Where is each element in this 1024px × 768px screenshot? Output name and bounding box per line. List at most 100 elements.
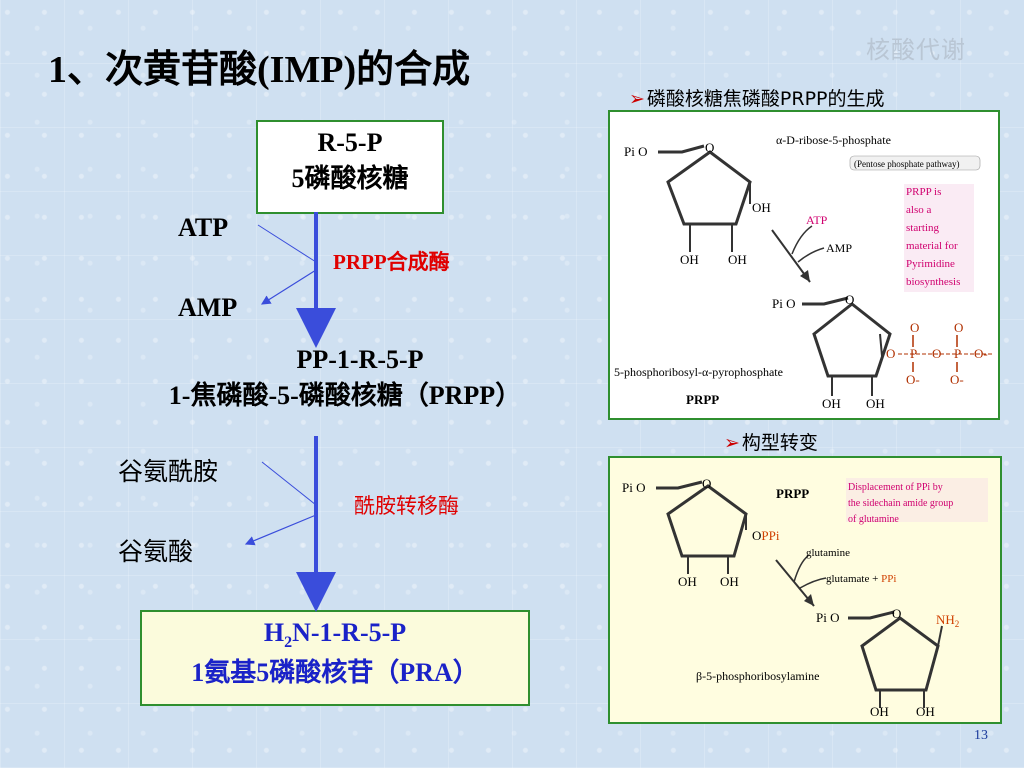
ribose-ring-1 [658, 144, 705, 154]
prpp-note-line: Pyrimidine [906, 258, 955, 270]
ribose-ring-1-body [666, 150, 752, 226]
oppi-oxygen: O [752, 528, 761, 543]
oppi-label: OPPi [752, 528, 780, 543]
pentose-pathway-note: (Pentose phosphate pathway) [854, 159, 959, 169]
amino-sub: 2 [955, 619, 960, 629]
glutamine-tag: glutamine [806, 547, 850, 559]
glutamine-curve [793, 555, 809, 583]
pi-label: Pi O [772, 296, 795, 311]
ribose-ring-3 [656, 480, 703, 490]
ring-oxygen: O [892, 606, 901, 621]
oh-label: OH [752, 200, 771, 215]
glutamate-text: glutamate + [826, 573, 881, 585]
oh-label: OH [680, 252, 699, 267]
ring-oxygen: O [845, 292, 854, 307]
pathway-arrows [244, 212, 336, 612]
amp-out-arrow [260, 269, 317, 305]
arrow-marker-icon: ➢ [724, 432, 740, 454]
pra-formula-sub: 2 [284, 634, 293, 652]
pra-formula: H2N-1-R-5-P [142, 618, 528, 652]
oh-label: OH [822, 396, 841, 411]
panel-top-heading-text: 磷酸核糖焦磷酸PRPP的生成 [646, 88, 885, 110]
oh-label: OH [866, 396, 885, 411]
prpp-tag: PRPP [686, 392, 719, 407]
pi-label: Pi O [624, 144, 647, 159]
pra-chemical-name: β-5-phosphoribosylamine [696, 669, 819, 683]
panel-top-heading: ➢磷酸核糖焦磷酸PRPP的生成 [629, 84, 885, 111]
page-number: 13 [974, 728, 988, 743]
glu-out-arrow [244, 514, 317, 546]
r5p-line2: 5磷酸核糖 [291, 164, 409, 193]
prpp-product: PP-1-R-5-P 1-焦磷酸-5-磷酸核糖（PRPP） [120, 345, 600, 412]
atp-curve [791, 225, 813, 255]
prpp-name: 1-焦磷酸-5-磷酸核糖（PRPP） [168, 381, 522, 410]
bridge-oxygen: O [932, 346, 941, 361]
terminal-oxygen: O- [950, 372, 964, 387]
displacement-note-line: the sidechain amide group [848, 498, 953, 509]
reaction-arrowhead-2 [804, 594, 814, 606]
amino-nh: NH [936, 612, 955, 627]
prpp-note-line: biosynthesis [906, 276, 960, 288]
alpha-ribose-name: α-D-ribose-5-phosphate [776, 133, 891, 147]
displacement-note-line: of glutamine [848, 514, 899, 525]
panel-bottom-heading: ➢构型转变 [724, 428, 818, 455]
atp-in-line [257, 224, 317, 263]
pi-label: Pi O [816, 610, 839, 625]
oh-label: OH [678, 574, 697, 589]
ring-oxygen: O [702, 476, 711, 491]
phosphorus-label: P [910, 346, 917, 361]
amp-tag: AMP [826, 241, 852, 255]
terminal-oxygen: O- [974, 346, 988, 361]
double-bond-oxygen: O [954, 320, 963, 335]
configuration-panel: Pi O O OPPi OH OH PRPP Displacement of P… [608, 456, 1002, 724]
prpp-formation-diagram: Pi O O OH OH OH α-D-ribose-5-phosphate (… [614, 133, 992, 411]
prpp-formula: PP-1-R-5-P [296, 345, 424, 374]
atp-tag: ATP [806, 213, 828, 227]
oppi-ppi: PPi [761, 528, 779, 543]
r5p-line1: R-5-P [317, 128, 383, 157]
oh-label: OH [728, 252, 747, 267]
amino-group: NH2 [936, 612, 959, 629]
amp-curve [797, 247, 825, 263]
nh2-bond [937, 625, 943, 647]
prpp-formation-panel: Pi O O OH OH OH α-D-ribose-5-phosphate (… [608, 110, 1000, 420]
configuration-diagram: Pi O O OPPi OH OH PRPP Displacement of P… [622, 476, 988, 719]
ribose-ring-3-body [666, 484, 748, 558]
reaction-arrowhead-1 [800, 270, 810, 282]
pra-name: 1氨基5磷酸核苷（PRA） [191, 658, 479, 688]
pra-formula-rest: N-1-R-5-P [292, 618, 407, 647]
oh-label: OH [916, 704, 935, 719]
corner-label: 核酸代谢 [866, 36, 966, 64]
oh-label: OH [720, 574, 739, 589]
pra-box: H2N-1-R-5-P 1氨基5磷酸核苷（PRA） [140, 610, 530, 706]
ribose-ring-4-body [860, 616, 940, 692]
pi-label: Pi O [622, 480, 645, 495]
prpp-note-line: material for [906, 240, 958, 252]
terminal-oxygen: O- [906, 372, 920, 387]
ribose-ring-2-body [812, 302, 892, 378]
glycosidic-bond [879, 333, 883, 357]
pra-formula-h: H [263, 618, 285, 647]
ppi-text: PPi [881, 573, 896, 585]
prpp-chemical-name: 5-phosphoribosyl-α-pyrophosphate [614, 365, 783, 379]
panel-bottom-heading-text: 构型转变 [741, 432, 818, 454]
prpp-tag: PRPP [776, 486, 809, 501]
phosphorus-label: P [954, 346, 961, 361]
glutamate-curve [799, 577, 827, 589]
glutamine-label: 谷氨酰胺 [118, 457, 219, 486]
prpp-note-line: also a [906, 204, 931, 216]
prpp-note-line: starting [906, 222, 939, 234]
glutamate-tag: glutamate + PPi [826, 573, 896, 585]
link-oxygen: O [886, 346, 895, 361]
displacement-note-line: Displacement of PPi by [848, 482, 943, 493]
ribose-ring-2 [802, 296, 849, 306]
prpp-synthetase-label: PRPP合成酶 [333, 250, 450, 274]
prpp-note-line: PRPP is [906, 186, 941, 198]
r5p-box: R-5-P 5磷酸核糖 [256, 120, 444, 214]
ribose-ring-4 [848, 610, 895, 620]
atp-label: ATP [178, 213, 229, 242]
amidotransferase-label: 酰胺转移酶 [354, 494, 459, 518]
slide-title: 1、次黄苷酸(IMP)的合成 [48, 49, 471, 91]
oh-label: OH [870, 704, 889, 719]
arrow-marker-icon: ➢ [629, 88, 645, 110]
